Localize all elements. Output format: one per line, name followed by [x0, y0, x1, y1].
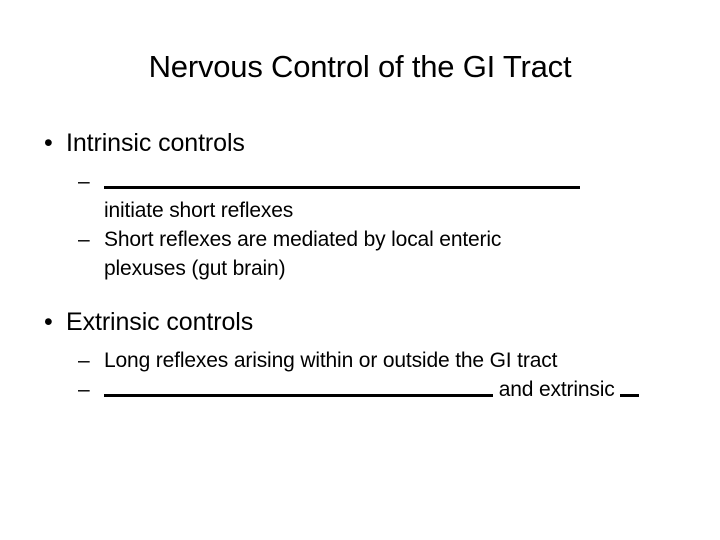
spacer [0, 160, 720, 167]
sub-bullet-blank-initiate-short-reflexes: – initiate short reflexes [0, 167, 720, 225]
spacer [0, 283, 720, 305]
sub-bullet-label: Short reflexes are mediated by local ent… [104, 228, 502, 251]
bullet-label: Intrinsic controls [66, 129, 245, 157]
fill-in-blank-mid [104, 379, 493, 397]
fill-in-blank-long [104, 171, 580, 189]
bullet-dot-icon: • [44, 308, 53, 336]
sub-bullet-continuation: initiate short reflexes [104, 199, 294, 222]
bullet-extrinsic-controls: • Extrinsic controls [0, 305, 720, 339]
sub-bullet-label: Long reflexes arising within or outside … [104, 349, 558, 372]
fill-in-blank-short [620, 379, 640, 397]
slide-body: • Intrinsic controls – initiate short re… [0, 126, 720, 404]
spacer [0, 339, 720, 346]
bullet-label: Extrinsic controls [66, 308, 254, 336]
bullet-dash-icon: – [78, 170, 90, 193]
page-title: Nervous Control of the GI Tract [148, 49, 572, 84]
sub-bullet-blank-and-extrinsic: – and extrinsic [0, 375, 720, 404]
bullet-dash-icon: – [78, 378, 90, 401]
bullet-dash-icon: – [78, 349, 90, 372]
bullet-dash-icon: – [78, 228, 90, 251]
sub-bullet-long-reflexes: – Long reflexes arising within or outsid… [0, 346, 720, 375]
bullet-intrinsic-controls: • Intrinsic controls [0, 126, 720, 160]
bullet-dot-icon: • [44, 129, 53, 157]
sub-bullet-label: and extrinsic [498, 378, 615, 401]
sub-bullet-continuation: plexuses (gut brain) [104, 257, 286, 280]
sub-bullet-short-reflexes-mediated: – Short reflexes are mediated by local e… [0, 225, 720, 283]
